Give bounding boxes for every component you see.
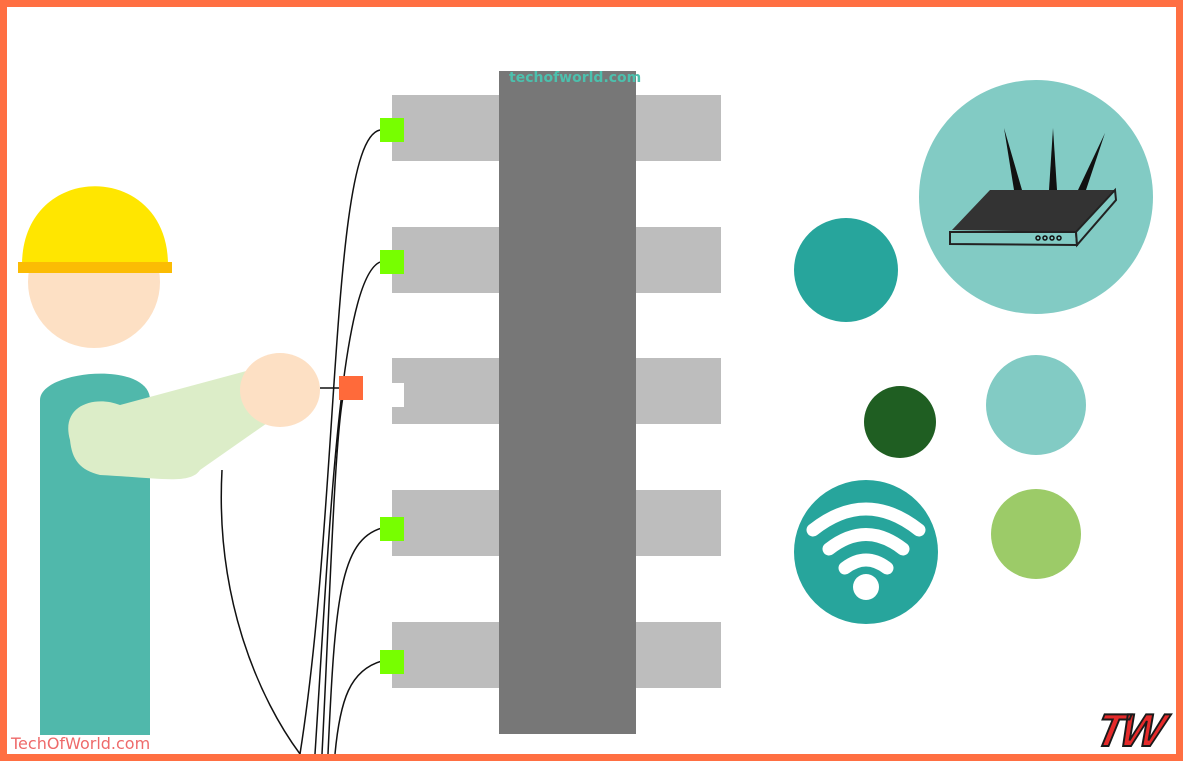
worker-figure — [18, 186, 320, 735]
wifi-icon — [794, 480, 938, 624]
wires — [220, 129, 383, 754]
tw-logo: TW — [1090, 703, 1167, 754]
chip-body — [499, 71, 636, 734]
connectors — [339, 118, 404, 674]
router-icon — [919, 80, 1153, 314]
illustration-svg — [18, 71, 1153, 754]
illustration-canvas: techofworld.com TechOfWorld.com TW — [7, 7, 1176, 754]
site-watermark: techofworld.com — [509, 70, 642, 86]
circle-light-green — [991, 489, 1081, 579]
circle-dark-green — [864, 386, 936, 458]
circle-teal-dark — [794, 218, 898, 322]
bottom-watermark: TechOfWorld.com — [11, 734, 151, 753]
circle-teal-light — [986, 355, 1086, 455]
chip-pins — [392, 95, 721, 688]
